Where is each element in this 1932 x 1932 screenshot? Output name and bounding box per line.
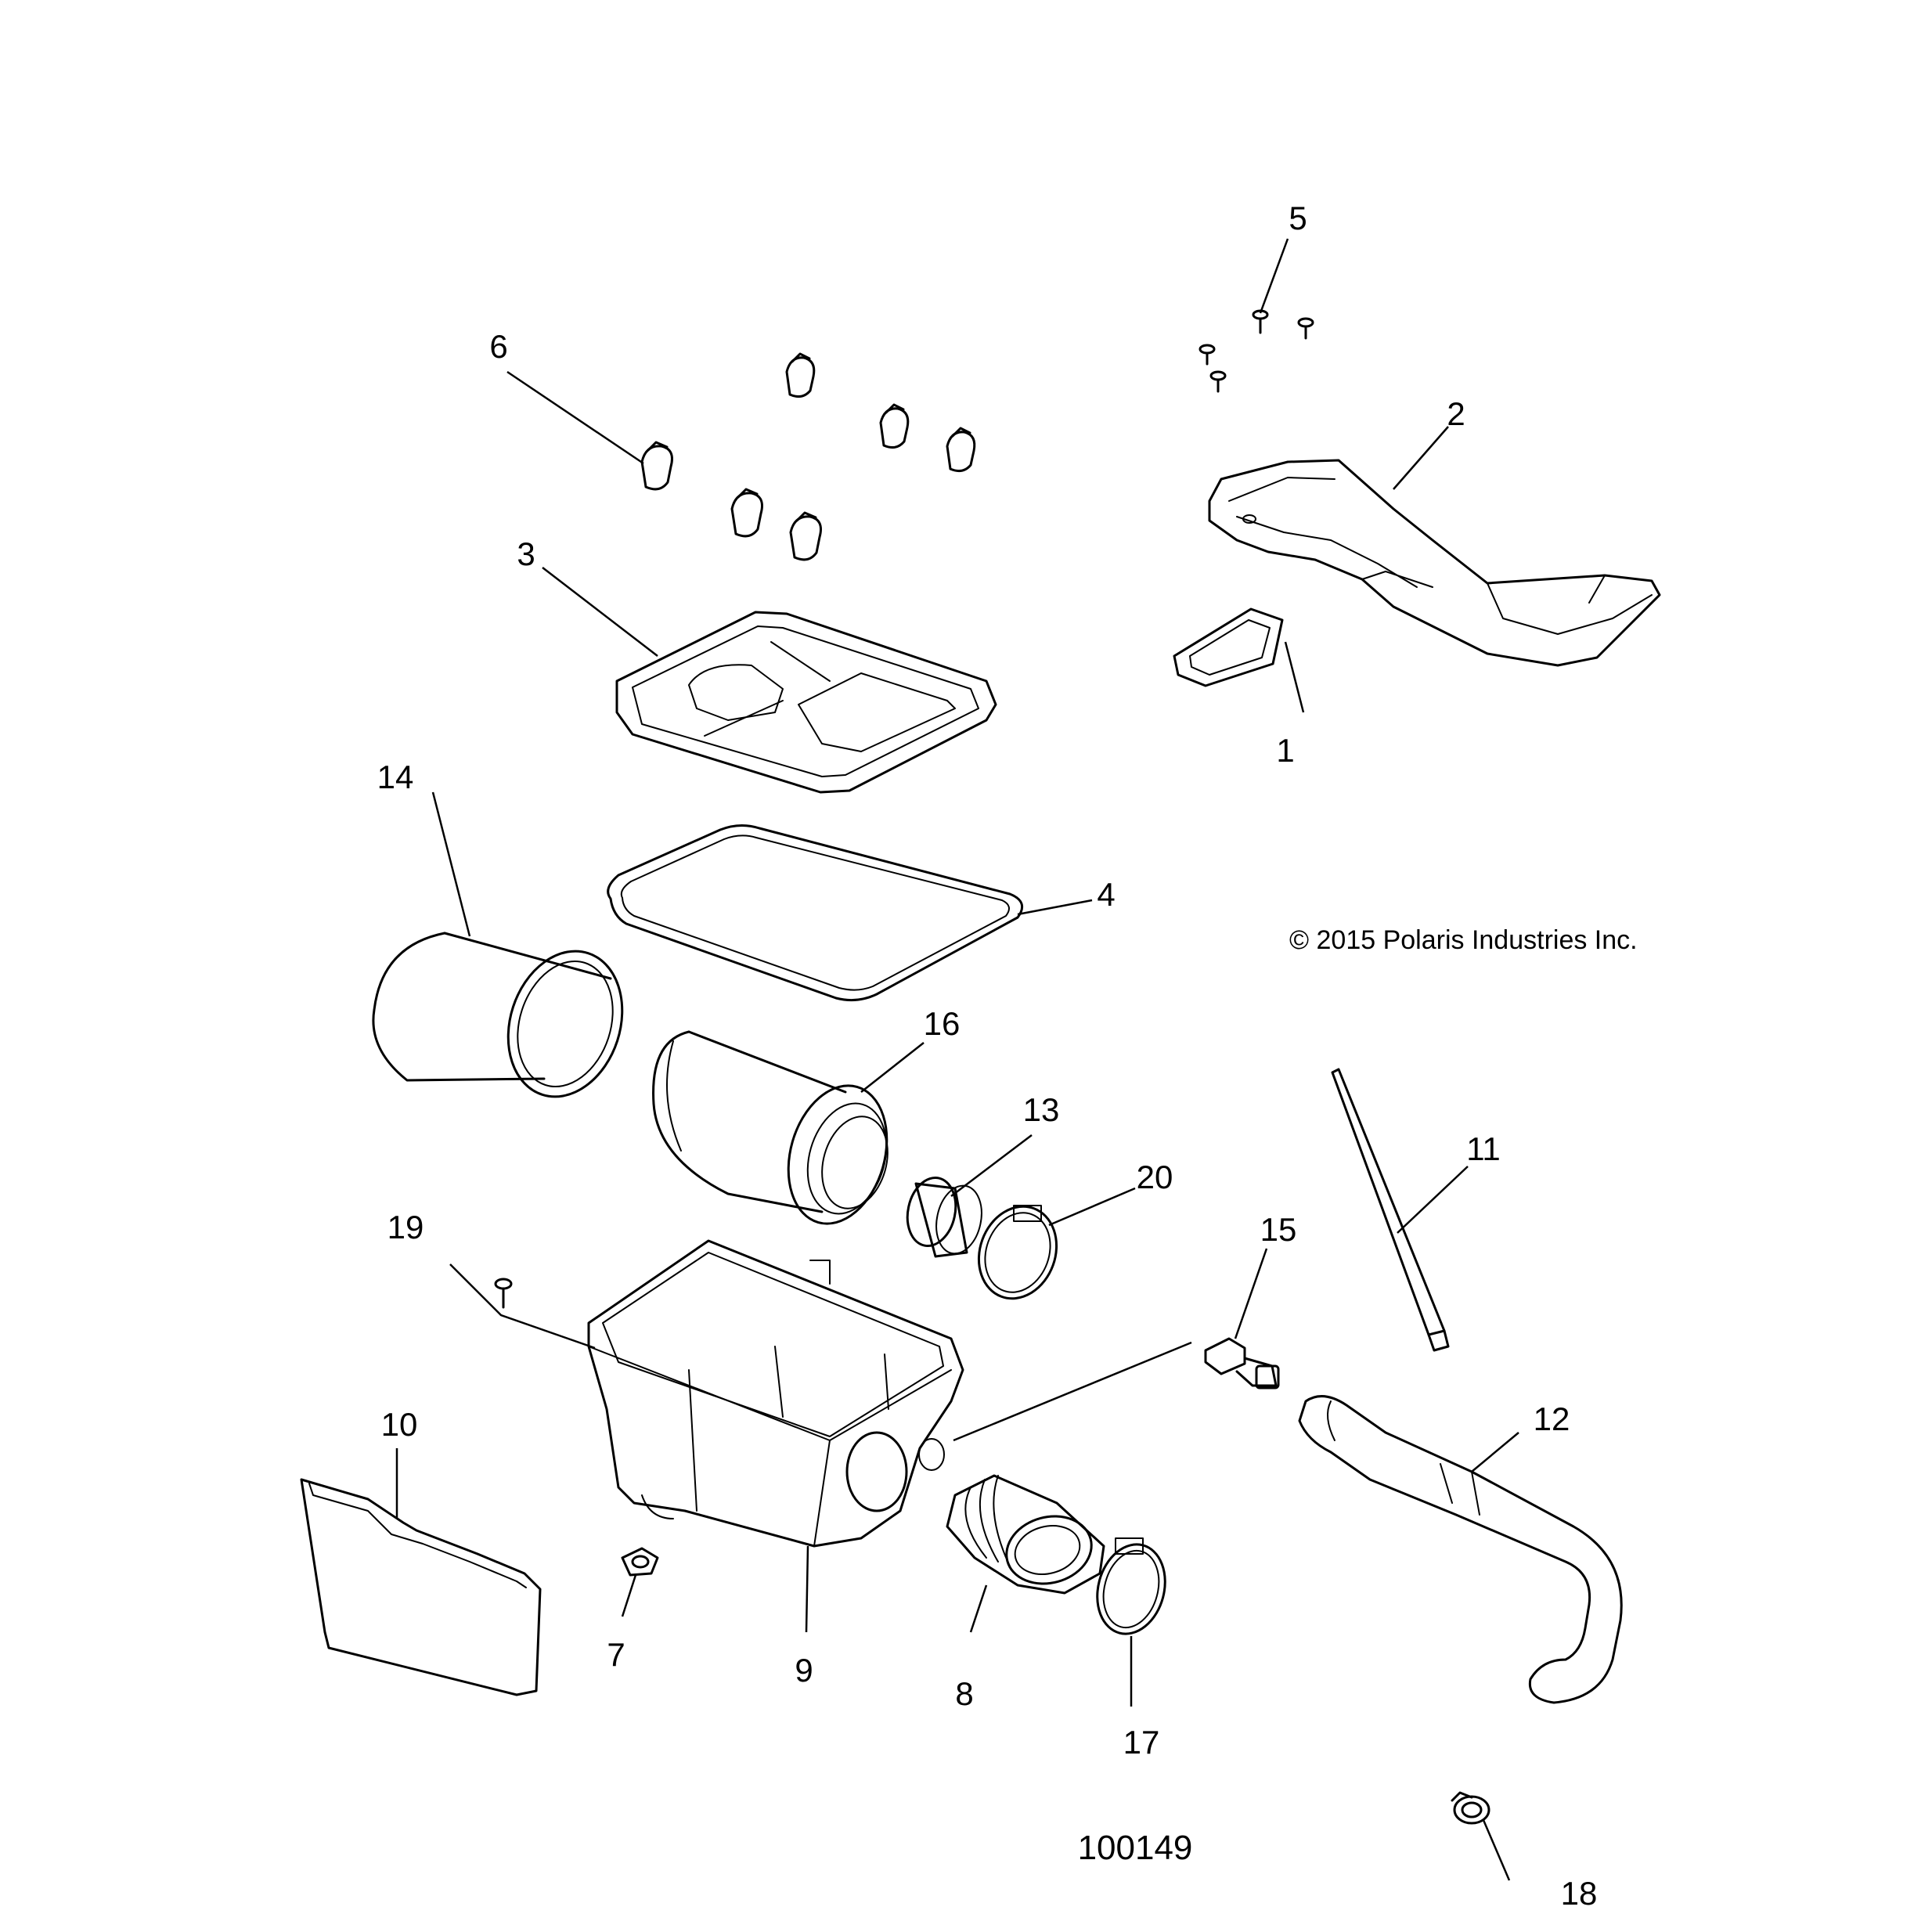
callout-13: 13 bbox=[1023, 1091, 1060, 1128]
callout-15: 15 bbox=[1260, 1211, 1297, 1248]
figure-number: 100149 bbox=[1078, 1829, 1193, 1867]
part-8-outlet-boot bbox=[946, 1474, 1105, 1595]
callout-4: 4 bbox=[1097, 876, 1115, 913]
callout-1: 1 bbox=[1276, 732, 1294, 769]
callout-14: 14 bbox=[377, 759, 414, 795]
part-4-seal bbox=[607, 824, 1024, 1002]
part-17-clamp bbox=[1096, 1537, 1166, 1635]
part-20-clamp bbox=[977, 1205, 1058, 1300]
part-3-airbox-cover bbox=[615, 611, 997, 794]
callout-11: 11 bbox=[1466, 1130, 1501, 1167]
callout-3: 3 bbox=[517, 535, 535, 572]
callout-10: 10 bbox=[381, 1406, 418, 1443]
callout-7: 7 bbox=[607, 1636, 625, 1673]
callout-20: 20 bbox=[1137, 1159, 1173, 1195]
part-9-airbox-base bbox=[587, 1239, 964, 1548]
callout-labels: 1 2 3 4 5 6 7 8 9 10 11 12 13 14 15 16 1… bbox=[377, 200, 1598, 1912]
callout-8: 8 bbox=[955, 1675, 973, 1712]
part-5-screws bbox=[1198, 309, 1314, 393]
callout-12: 12 bbox=[1534, 1400, 1570, 1437]
part-10-pad bbox=[300, 1478, 542, 1696]
part-1-gasket bbox=[1173, 607, 1284, 687]
part-16-air-filter bbox=[652, 1030, 889, 1225]
copyright-notice: © 2015 Polaris Industries Inc. bbox=[1289, 925, 1638, 955]
part-2-intake-duct bbox=[1208, 459, 1661, 667]
part-6-clips bbox=[640, 352, 976, 561]
part-7-grommet bbox=[621, 1547, 659, 1577]
part-15-fitting bbox=[1204, 1337, 1280, 1390]
part-18-clamp bbox=[1451, 1791, 1490, 1825]
callout-5: 5 bbox=[1289, 200, 1307, 236]
leader-lines bbox=[395, 238, 1519, 1881]
callout-19: 19 bbox=[387, 1209, 424, 1245]
part-13-coupler bbox=[906, 1177, 982, 1258]
callout-17: 17 bbox=[1123, 1724, 1160, 1761]
callout-16: 16 bbox=[924, 1005, 961, 1042]
callout-2: 2 bbox=[1447, 395, 1465, 432]
part-19-screw bbox=[494, 1278, 513, 1309]
part-12-drain-hose bbox=[1298, 1395, 1623, 1704]
callout-9: 9 bbox=[795, 1652, 813, 1689]
callout-6: 6 bbox=[489, 328, 507, 365]
part-14-prefilter bbox=[372, 932, 624, 1098]
part-11-rod bbox=[1331, 1068, 1450, 1352]
callout-18: 18 bbox=[1561, 1875, 1598, 1912]
